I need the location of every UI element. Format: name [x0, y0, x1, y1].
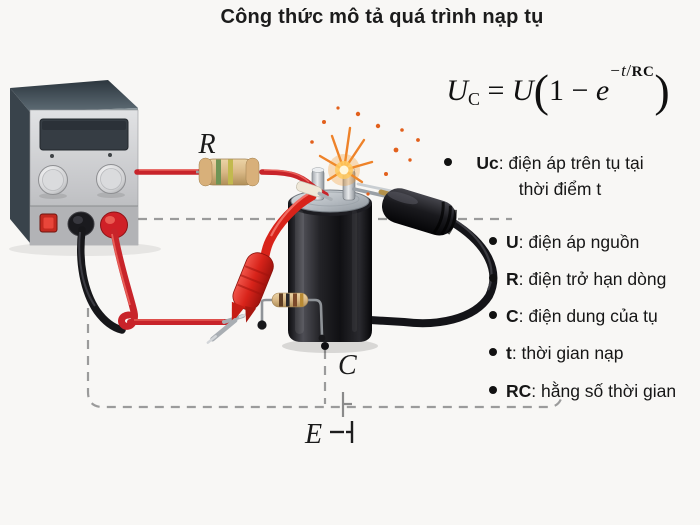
- formula-exp-rc: RC: [631, 64, 655, 80]
- source-label: E: [304, 419, 322, 450]
- black-probe: [352, 182, 457, 236]
- legend-term: C: [506, 306, 519, 326]
- formula-open-paren: (: [533, 65, 549, 116]
- legend-desc: : điện trở hạn dòng: [518, 268, 667, 289]
- bullet-icon: [489, 273, 497, 282]
- bullet-icon: [489, 311, 497, 319]
- charging-formula: UC = U(1 − e−t/RC): [418, 61, 698, 114]
- bullet-icon: [489, 236, 497, 245]
- legend: Uc: điện áp trên tụ tại thời điểm t U: đ…: [432, 150, 700, 415]
- legend-item-c: C: điện dung của tụ: [489, 303, 700, 329]
- formula-exponent: −t/RC: [609, 61, 654, 80]
- bullet-icon: [489, 348, 497, 357]
- formula-exp-slash: /: [626, 61, 632, 80]
- source-battery-glyph: [330, 421, 354, 443]
- formula-u-sub: C: [468, 89, 481, 109]
- legend-desc: : thời gian nạp: [511, 343, 624, 364]
- psu-top-face: [10, 80, 138, 112]
- legend-term: U: [506, 231, 519, 252]
- legend-item-t: t: thời gian nạp: [489, 340, 700, 366]
- formula-close-paren: ): [654, 65, 670, 116]
- battery-mark: [341, 392, 352, 417]
- resistor-R: [198, 157, 260, 187]
- formula-u: U: [446, 74, 469, 107]
- black-probe-cable: [366, 218, 498, 328]
- red-wire-to-clip: [260, 191, 317, 261]
- formula-e: e: [595, 74, 610, 107]
- bullet-icon: [489, 385, 497, 394]
- formula-one-minus: 1 −: [548, 74, 596, 107]
- bullet-icon: [444, 158, 452, 166]
- formula-source-u: U: [511, 74, 534, 107]
- legend-item-uc: Uc: điện áp trên tụ tại thời điểm t: [444, 150, 700, 203]
- spark: [310, 106, 420, 196]
- legend-desc: : điện áp nguồn: [518, 231, 640, 252]
- black-cable-psu: [77, 226, 126, 334]
- knob-marker-right: [108, 153, 112, 157]
- legend-term: t: [506, 343, 512, 364]
- capacitor-bottom-lead-dot: [321, 342, 329, 350]
- formula-equals: =: [480, 74, 512, 107]
- legend-term: Uc: [476, 153, 499, 173]
- legend-term: R: [506, 268, 519, 289]
- power-supply: [9, 80, 161, 256]
- legend-item-u: U: điện áp nguồn: [489, 229, 700, 255]
- red-cable-psu: [110, 228, 231, 330]
- legend-desc: : hằng số thời gian: [531, 380, 677, 401]
- wire-ferrule: [296, 181, 333, 202]
- legend-item-r: R: điện trở hạn dòng: [489, 266, 700, 292]
- red-alligator-clip: [206, 252, 274, 344]
- capacitor-label: C: [338, 350, 357, 381]
- page-title: Công thức mô tả quá trình nạp tụ: [220, 6, 544, 28]
- legend-desc: : điện áp trên tụ tại thời điểm t: [498, 153, 644, 200]
- legend-item-rc: RC: hằng số thời gian: [489, 378, 700, 404]
- knob-marker-left: [50, 154, 54, 158]
- small-resistor: [257, 292, 326, 342]
- psu-side-face: [10, 88, 30, 243]
- legend-term: RC: [506, 380, 532, 401]
- legend-desc: : điện dung của tụ: [518, 306, 658, 326]
- resistor-label: R: [197, 129, 215, 160]
- formula-exp-t: −t: [609, 61, 627, 80]
- capacitor: [282, 167, 378, 353]
